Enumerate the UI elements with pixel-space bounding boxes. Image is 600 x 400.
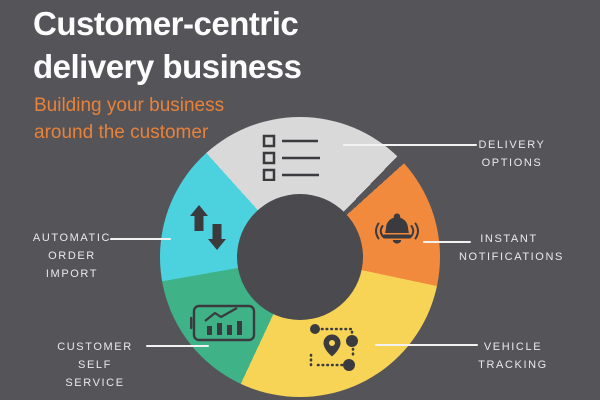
page-subtitle: Building your business around the custom… <box>34 92 224 146</box>
label-vehicle-tracking: VEHICLE TRACKING <box>463 338 563 374</box>
label-text: AUTOMATIC <box>32 232 112 244</box>
label-text: OPTIONS <box>481 157 543 169</box>
label-text: VEHICLE <box>483 341 543 353</box>
label-text: ORDER IMPORT <box>45 250 99 280</box>
label-instant-notifications: INSTANT NOTIFICATIONS <box>459 230 564 266</box>
label-text: SERVICE <box>65 377 125 389</box>
leader-line-automatic-order-import <box>110 238 171 240</box>
checklist-icon <box>262 134 320 181</box>
leader-line-delivery-options <box>343 144 477 146</box>
up-down-arrows-icon <box>190 205 226 250</box>
label-text: NOTIFICATIONS <box>459 251 564 263</box>
subtitle-line-1: Building your business <box>34 95 225 116</box>
label-automatic-order-import: AUTOMATIC ORDER IMPORT <box>22 229 122 283</box>
leader-line-vehicle-tracking <box>375 344 478 346</box>
bell-notification-icon <box>375 213 419 244</box>
label-text: CUSTOMER SELF <box>57 341 133 371</box>
leader-line-instant-notifications <box>423 241 471 243</box>
leader-line-customer-self-service <box>146 345 209 347</box>
label-text: DELIVERY <box>478 139 546 151</box>
subtitle-line-2: around the customer <box>34 122 209 143</box>
label-customer-self-service: CUSTOMER SELF SERVICE <box>45 338 145 392</box>
label-text: INSTANT <box>480 233 538 245</box>
title-line-1: Customer-centric <box>33 5 299 42</box>
analytics-screen-icon <box>190 304 256 342</box>
donut-hole <box>237 194 363 320</box>
route-pin-icon <box>309 324 358 371</box>
title-line-2: delivery business <box>33 48 302 85</box>
label-text: TRACKING <box>478 359 548 371</box>
label-delivery-options: DELIVERY OPTIONS <box>462 136 562 172</box>
page-title: Customer-centric delivery business <box>33 2 302 88</box>
